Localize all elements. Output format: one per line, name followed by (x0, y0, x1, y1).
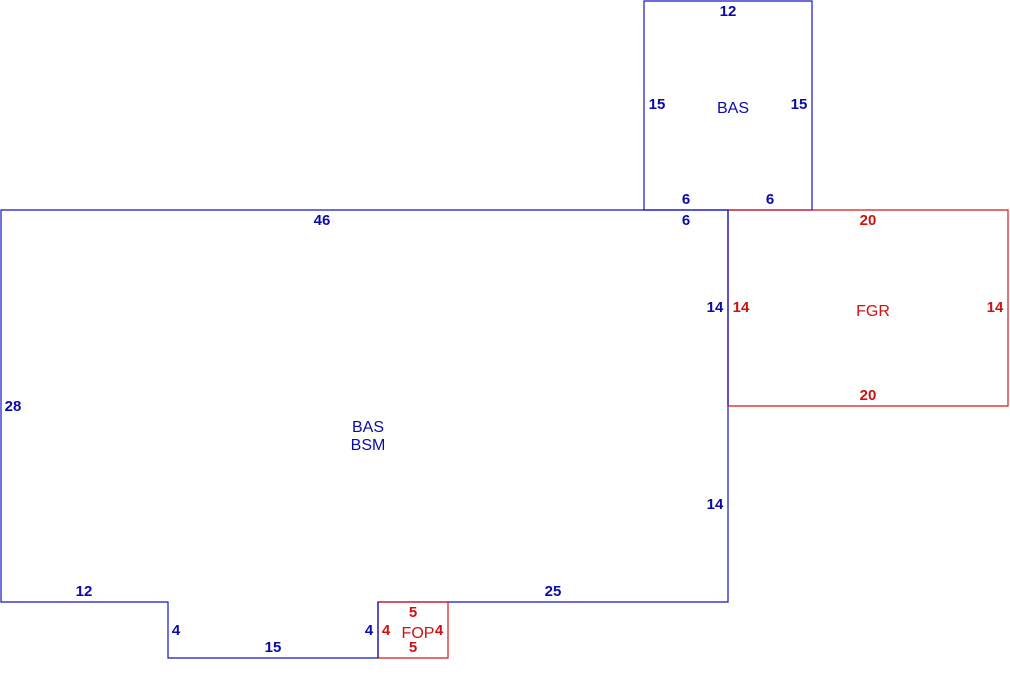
dim-main-top-right: 6 (682, 212, 690, 229)
dim-fop-right: 4 (435, 622, 444, 639)
area-label-fop: FOP (402, 625, 435, 642)
dim-fgr-bottom: 20 (860, 387, 877, 404)
dim-bas-top-left: 15 (649, 96, 666, 113)
dim-bas-top-bottom-left: 6 (682, 191, 690, 208)
dim-main-bottom-right: 25 (545, 583, 562, 600)
dim-main-right-upper: 14 (707, 299, 724, 316)
area-label-bas-main: BAS (352, 419, 384, 436)
dim-main-top: 46 (314, 212, 331, 229)
dim-fop-bottom: 5 (409, 639, 417, 656)
dim-bas-top-top: 12 (720, 3, 737, 20)
dim-fop-left: 4 (382, 622, 391, 639)
area-label-bas-top: BAS (717, 100, 749, 117)
area-label-fgr: FGR (856, 303, 890, 320)
dim-bas-top-bottom-right: 6 (766, 191, 774, 208)
dim-fgr-left: 14 (733, 299, 750, 316)
dim-bas-top-right: 15 (791, 96, 808, 113)
dim-fop-top: 5 (409, 604, 417, 621)
area-label-bsm-main: BSM (351, 437, 386, 454)
dim-main-notch-right: 4 (365, 622, 374, 639)
dim-main-left: 28 (5, 398, 22, 415)
dim-main-notch-bottom: 15 (265, 639, 282, 656)
dim-main-notch-left: 4 (172, 622, 181, 639)
dim-fgr-top: 20 (860, 212, 877, 229)
dim-main-right-lower: 14 (707, 496, 724, 513)
dim-main-bottom-left: 12 (76, 583, 93, 600)
dim-fgr-right: 14 (987, 299, 1004, 316)
